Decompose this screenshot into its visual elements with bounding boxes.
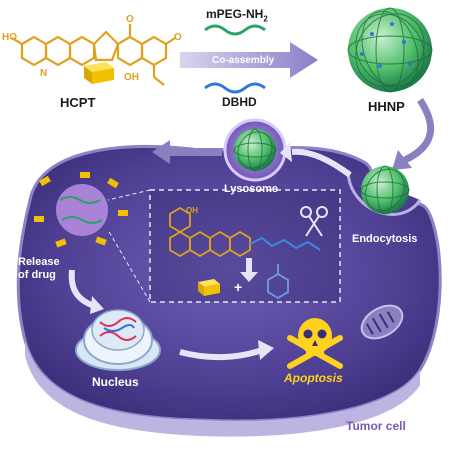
release-arrowhead xyxy=(90,296,104,314)
release-line1: Release xyxy=(18,256,60,268)
endocytosis-label: Endocytosis xyxy=(352,233,418,245)
nucleus-label: Nucleus xyxy=(92,375,139,389)
release-label: Release of drug xyxy=(18,256,60,282)
drug-label: HCPT xyxy=(60,95,96,110)
uptake-arrowhead xyxy=(392,150,412,170)
prodrug-oh-label: OH xyxy=(186,206,198,215)
reagent-top-label: mPEG-NH2 xyxy=(206,8,268,23)
reagent-bottom-label: DBHD xyxy=(222,95,257,109)
reagent-top-subscript: 2 xyxy=(263,14,268,24)
release-line2: of drug xyxy=(18,269,56,281)
released-drug-block xyxy=(198,279,220,296)
nucleus xyxy=(75,309,161,371)
tumor-cell-label: Tumor cell xyxy=(346,419,406,433)
disassembling-particle xyxy=(34,172,128,248)
molecule-o2-label: O xyxy=(174,32,182,43)
endo-to-lyso-arrowhead xyxy=(280,142,292,162)
apoptosis-arrowhead xyxy=(258,340,274,360)
endocytosed-nanoparticle xyxy=(360,165,410,215)
process-label: Co-assembly xyxy=(212,55,275,66)
plus-sign: + xyxy=(234,279,243,295)
molecule-o-label: O xyxy=(126,14,134,25)
mitochondrion xyxy=(360,304,404,340)
gsh-line1: 2-10 mmol/L xyxy=(102,120,167,132)
release-arrow xyxy=(68,269,96,309)
drug-block-icon xyxy=(84,62,114,84)
molecule-n-label: N xyxy=(40,68,47,79)
prodrug-molecule xyxy=(169,206,251,258)
reagent-top-text: mPEG-NH xyxy=(206,7,264,21)
apoptosis-arrow xyxy=(179,347,264,361)
lyso-to-release-arrow xyxy=(152,140,222,164)
skull-icon xyxy=(287,318,343,369)
uptake-arrow xyxy=(403,98,435,164)
apoptosis-label: Apoptosis xyxy=(284,371,343,385)
molecule-oh-label: OH xyxy=(124,72,139,83)
nanoparticle-label: HHNP xyxy=(368,99,405,114)
gsh-line2: GSH xyxy=(122,133,147,145)
scissors-icon xyxy=(300,206,328,237)
hhnp-nanoparticle xyxy=(347,7,433,93)
byproduct-molecule xyxy=(267,264,289,300)
lysosome xyxy=(223,118,287,182)
lysosome-label: Lysosome xyxy=(224,183,279,195)
molecule-ho-label: HO xyxy=(2,32,17,43)
cleavage-arrow xyxy=(240,258,258,282)
hcpt-molecule xyxy=(11,24,176,86)
linker-chain xyxy=(249,236,321,251)
endo-to-lyso-arrow xyxy=(291,148,352,178)
coassembly-arrow xyxy=(180,24,318,94)
gsh-label: 2-10 mmol/L GSH xyxy=(102,120,166,146)
